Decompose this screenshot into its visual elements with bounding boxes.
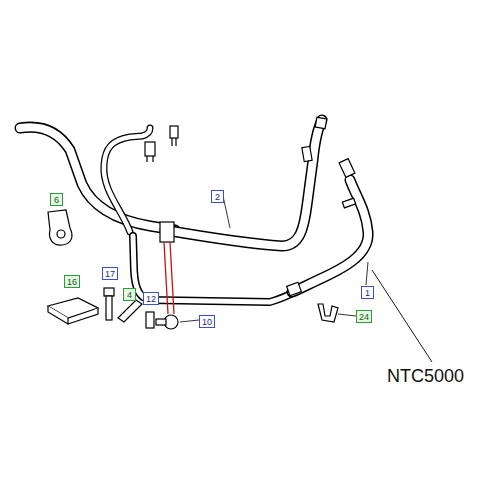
callout-number: 2 <box>215 192 220 202</box>
callout-number: 16 <box>67 277 77 287</box>
callout-number: 4 <box>127 290 132 300</box>
callout-number: 17 <box>105 269 115 279</box>
callout-number: 6 <box>54 195 59 205</box>
callout-number: 1 <box>365 288 370 298</box>
callout-box: 2 <box>211 190 224 203</box>
callout-number: 12 <box>146 294 156 304</box>
callout-box: 24 <box>356 310 372 323</box>
callout-box: 10 <box>199 315 215 328</box>
callout-number: 24 <box>359 312 369 322</box>
callout-box: 1 <box>361 286 374 299</box>
callout-box: 16 <box>64 275 80 288</box>
callout-box: 6 <box>50 193 63 206</box>
callout-box: 12 <box>143 292 159 305</box>
part-number: NTC5000 <box>387 366 464 387</box>
callout-box: 4 <box>123 288 136 301</box>
callout-box: 17 <box>102 267 118 280</box>
callout-number: 10 <box>202 317 212 327</box>
